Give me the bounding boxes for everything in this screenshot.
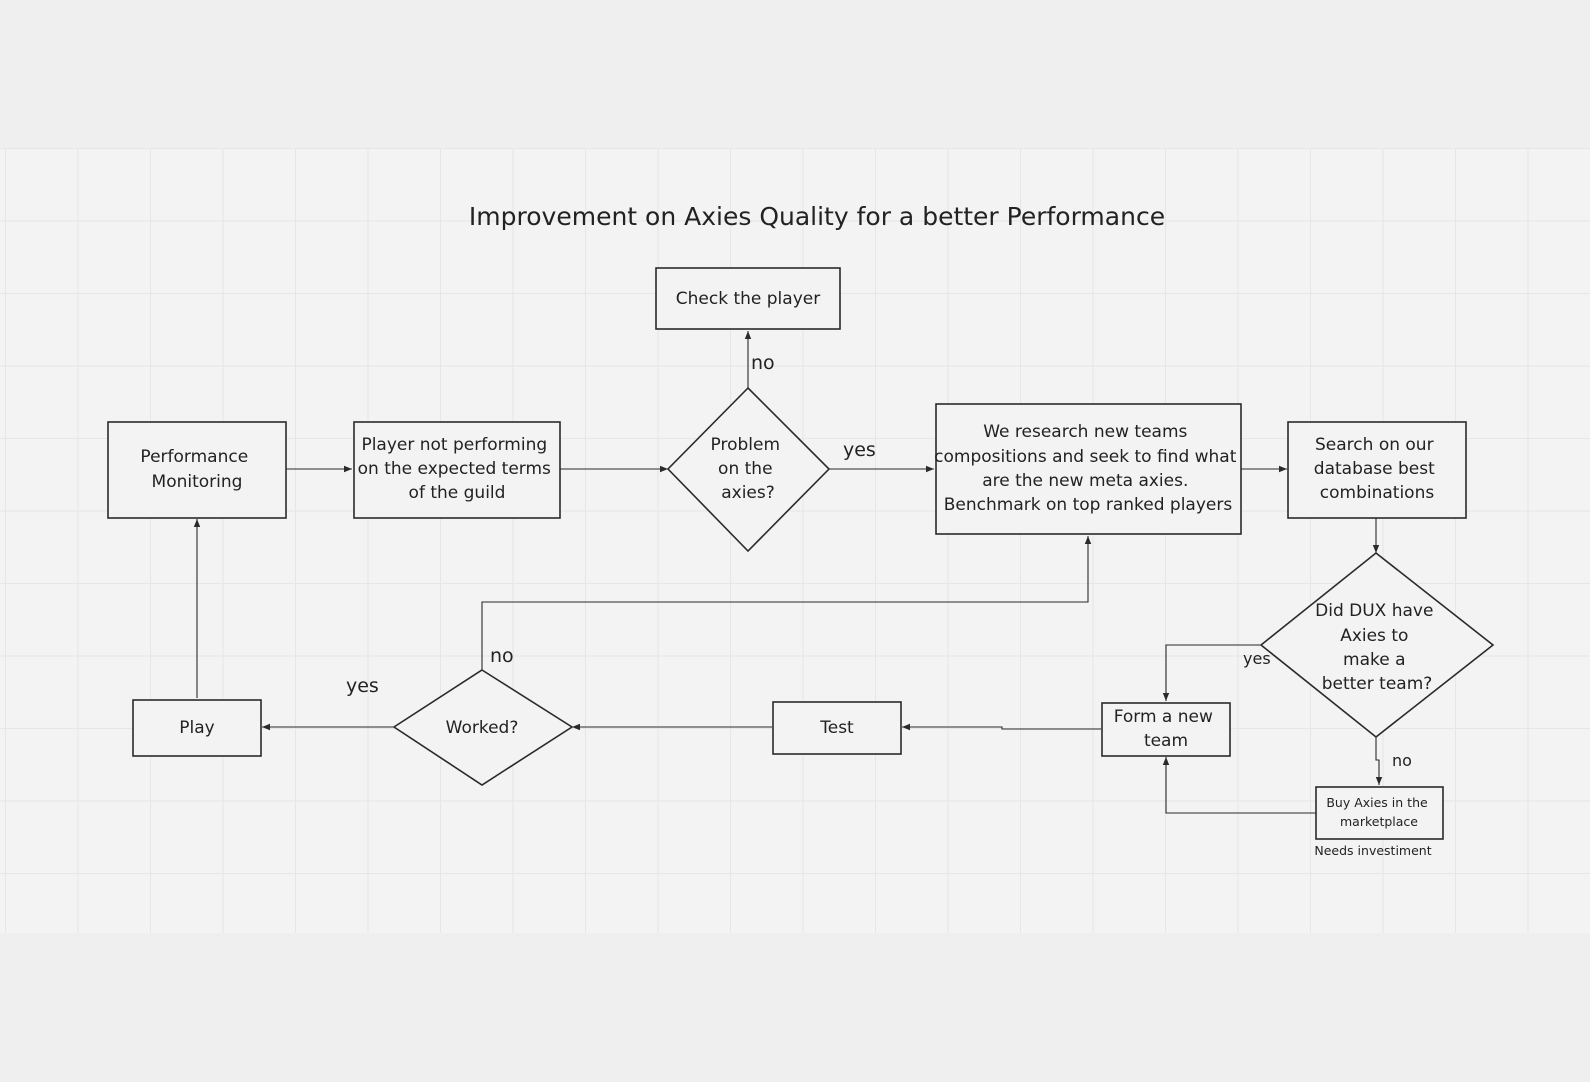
- node-label-line: better team?: [1322, 674, 1433, 694]
- node-label-line: Benchmark on top ranked players: [944, 495, 1233, 515]
- node-label-line: Play: [179, 718, 214, 738]
- node-label-line: Buy Axies in the: [1326, 795, 1428, 810]
- edge-label-worked-yes: yes: [346, 675, 379, 697]
- node-label-line: Search on our: [1315, 435, 1434, 455]
- node-play: Play: [132, 699, 262, 757]
- edge-form-to-test: [902, 723, 1101, 731]
- svg-text:Buy Axies in the marke: Buy Axies in the marketplace: [1326, 795, 1431, 829]
- edge-dux-no-to-buy: [1375, 737, 1383, 785]
- edge-label-problem-no: no: [751, 352, 775, 374]
- edges: [193, 331, 1383, 814]
- svg-text:Did DUX have Axies to: Did DUX have Axies to make a better team…: [1315, 601, 1439, 694]
- node-label-line: Worked?: [446, 718, 519, 738]
- svg-text:Search on our database: Search on our database best combinations: [1314, 435, 1440, 503]
- node-label-line: Did DUX have: [1315, 601, 1433, 621]
- node-label-line: Form a new: [1114, 707, 1213, 727]
- node-performance-monitoring: Performance Monitoring: [107, 421, 287, 519]
- node-test: Test: [772, 701, 902, 755]
- node-label-line: Test: [819, 718, 854, 738]
- node-form-new-team: Form a new team: [1101, 702, 1231, 757]
- diagram-title: Improvement on Axies Quality for a bette…: [469, 202, 1165, 231]
- note-needs-investment: Needs investiment: [1314, 843, 1431, 858]
- node-label-line: We research new teams: [983, 422, 1187, 442]
- node-label-line: on the: [718, 459, 772, 479]
- node-label-line: team: [1144, 731, 1188, 751]
- node-search-database: Search on our database best combinations: [1287, 421, 1467, 519]
- node-check-player: Check the player: [655, 267, 841, 330]
- node-label-line: Check the player: [676, 289, 820, 309]
- edge-worked-no-to-research: [481, 536, 1092, 670]
- node-problem-on-axies: Problem on the axies?: [666, 386, 831, 553]
- svg-text:Test: Test: [819, 718, 854, 738]
- svg-text:Worked?: Worked?: [446, 718, 519, 738]
- node-label-line: of the guild: [409, 483, 506, 503]
- svg-text:We research new teams: We research new teams compositions and s…: [934, 422, 1242, 515]
- edge-dux-yes-to-form: [1162, 644, 1261, 701]
- node-label-line: Axies to: [1340, 626, 1408, 646]
- edge-label-dux-no: no: [1392, 751, 1412, 770]
- node-label-line: compositions and seek to find what: [934, 447, 1237, 467]
- node-label-line: on the expected terms: [358, 459, 551, 479]
- node-label-line: Performance: [140, 447, 248, 467]
- node-research: We research new teams compositions and s…: [934, 403, 1242, 535]
- node-label-line: database best: [1314, 459, 1435, 479]
- node-label-line: marketplace: [1340, 814, 1418, 829]
- node-label-line: Monitoring: [152, 472, 243, 492]
- node-did-dux-have-axies: Did DUX have Axies to make a better team…: [1259, 551, 1495, 739]
- svg-text:Problem on the: Problem on the axies?: [711, 435, 786, 503]
- node-player-not-performing: Player not performing on the expected te…: [353, 421, 561, 519]
- node-label-line: combinations: [1320, 483, 1435, 503]
- svg-text:Performance Monitoring: Performance Monitoring: [140, 447, 253, 492]
- edge-label-dux-yes: yes: [1243, 649, 1271, 668]
- svg-text:Play: Play: [179, 718, 214, 738]
- node-buy-axies: Buy Axies in the marketplace: [1315, 786, 1444, 840]
- node-label-line: make a: [1343, 650, 1406, 670]
- svg-text:Check the player: Check the player: [676, 289, 820, 309]
- edge-label-problem-yes: yes: [843, 439, 876, 461]
- node-label-line: axies?: [721, 483, 775, 503]
- node-label-line: Problem: [711, 435, 781, 455]
- edge-buy-to-form: [1162, 757, 1316, 814]
- svg-text:Player not performing: Player not performing on the expected te…: [358, 435, 557, 503]
- svg-text:Form a new team: Form a new team: [1114, 707, 1219, 751]
- node-worked: Worked?: [392, 669, 574, 786]
- node-label-line: are the new meta axies.: [982, 471, 1188, 491]
- node-label-line: Player not performing: [361, 435, 547, 455]
- edge-label-worked-no: no: [490, 645, 514, 667]
